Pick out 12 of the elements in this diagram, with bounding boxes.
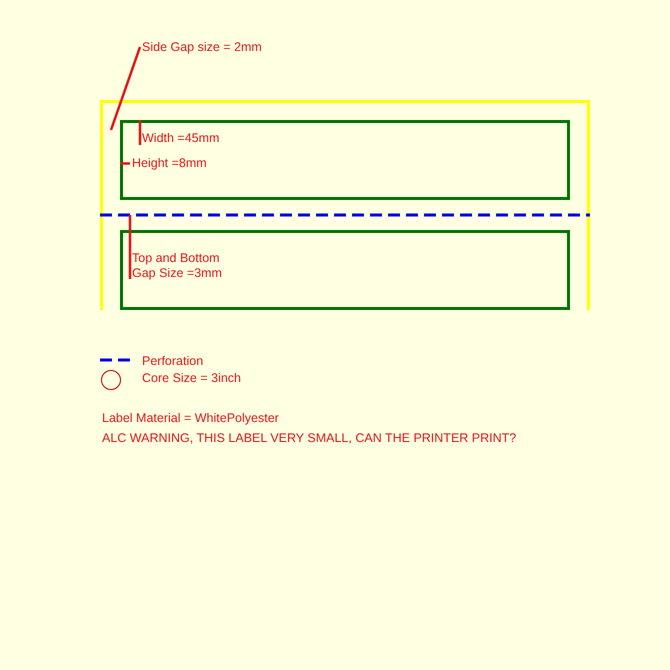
- dimension-text: Side Gap size = 2mm: [142, 40, 262, 55]
- leader-line: [128, 215, 132, 279]
- note-text: Label Material = WhitePolyester: [102, 411, 279, 426]
- dimension-text: Top and Bottom Gap Size =3mm: [132, 251, 223, 281]
- note-text: ALC WARNING, THIS LABEL VERY SMALL, CAN THE PRINTER PRINT?: [102, 431, 516, 446]
- dimension-text: Width =45mm: [142, 131, 220, 146]
- leader-line: [138, 120, 142, 145]
- leader-line: [120, 162, 130, 165]
- dimension-text: Height =8mm: [132, 156, 207, 171]
- legend-text: Core Size = 3inch: [142, 371, 242, 386]
- leader-line: [110, 46, 142, 130]
- legend-text: Perforation: [142, 354, 204, 369]
